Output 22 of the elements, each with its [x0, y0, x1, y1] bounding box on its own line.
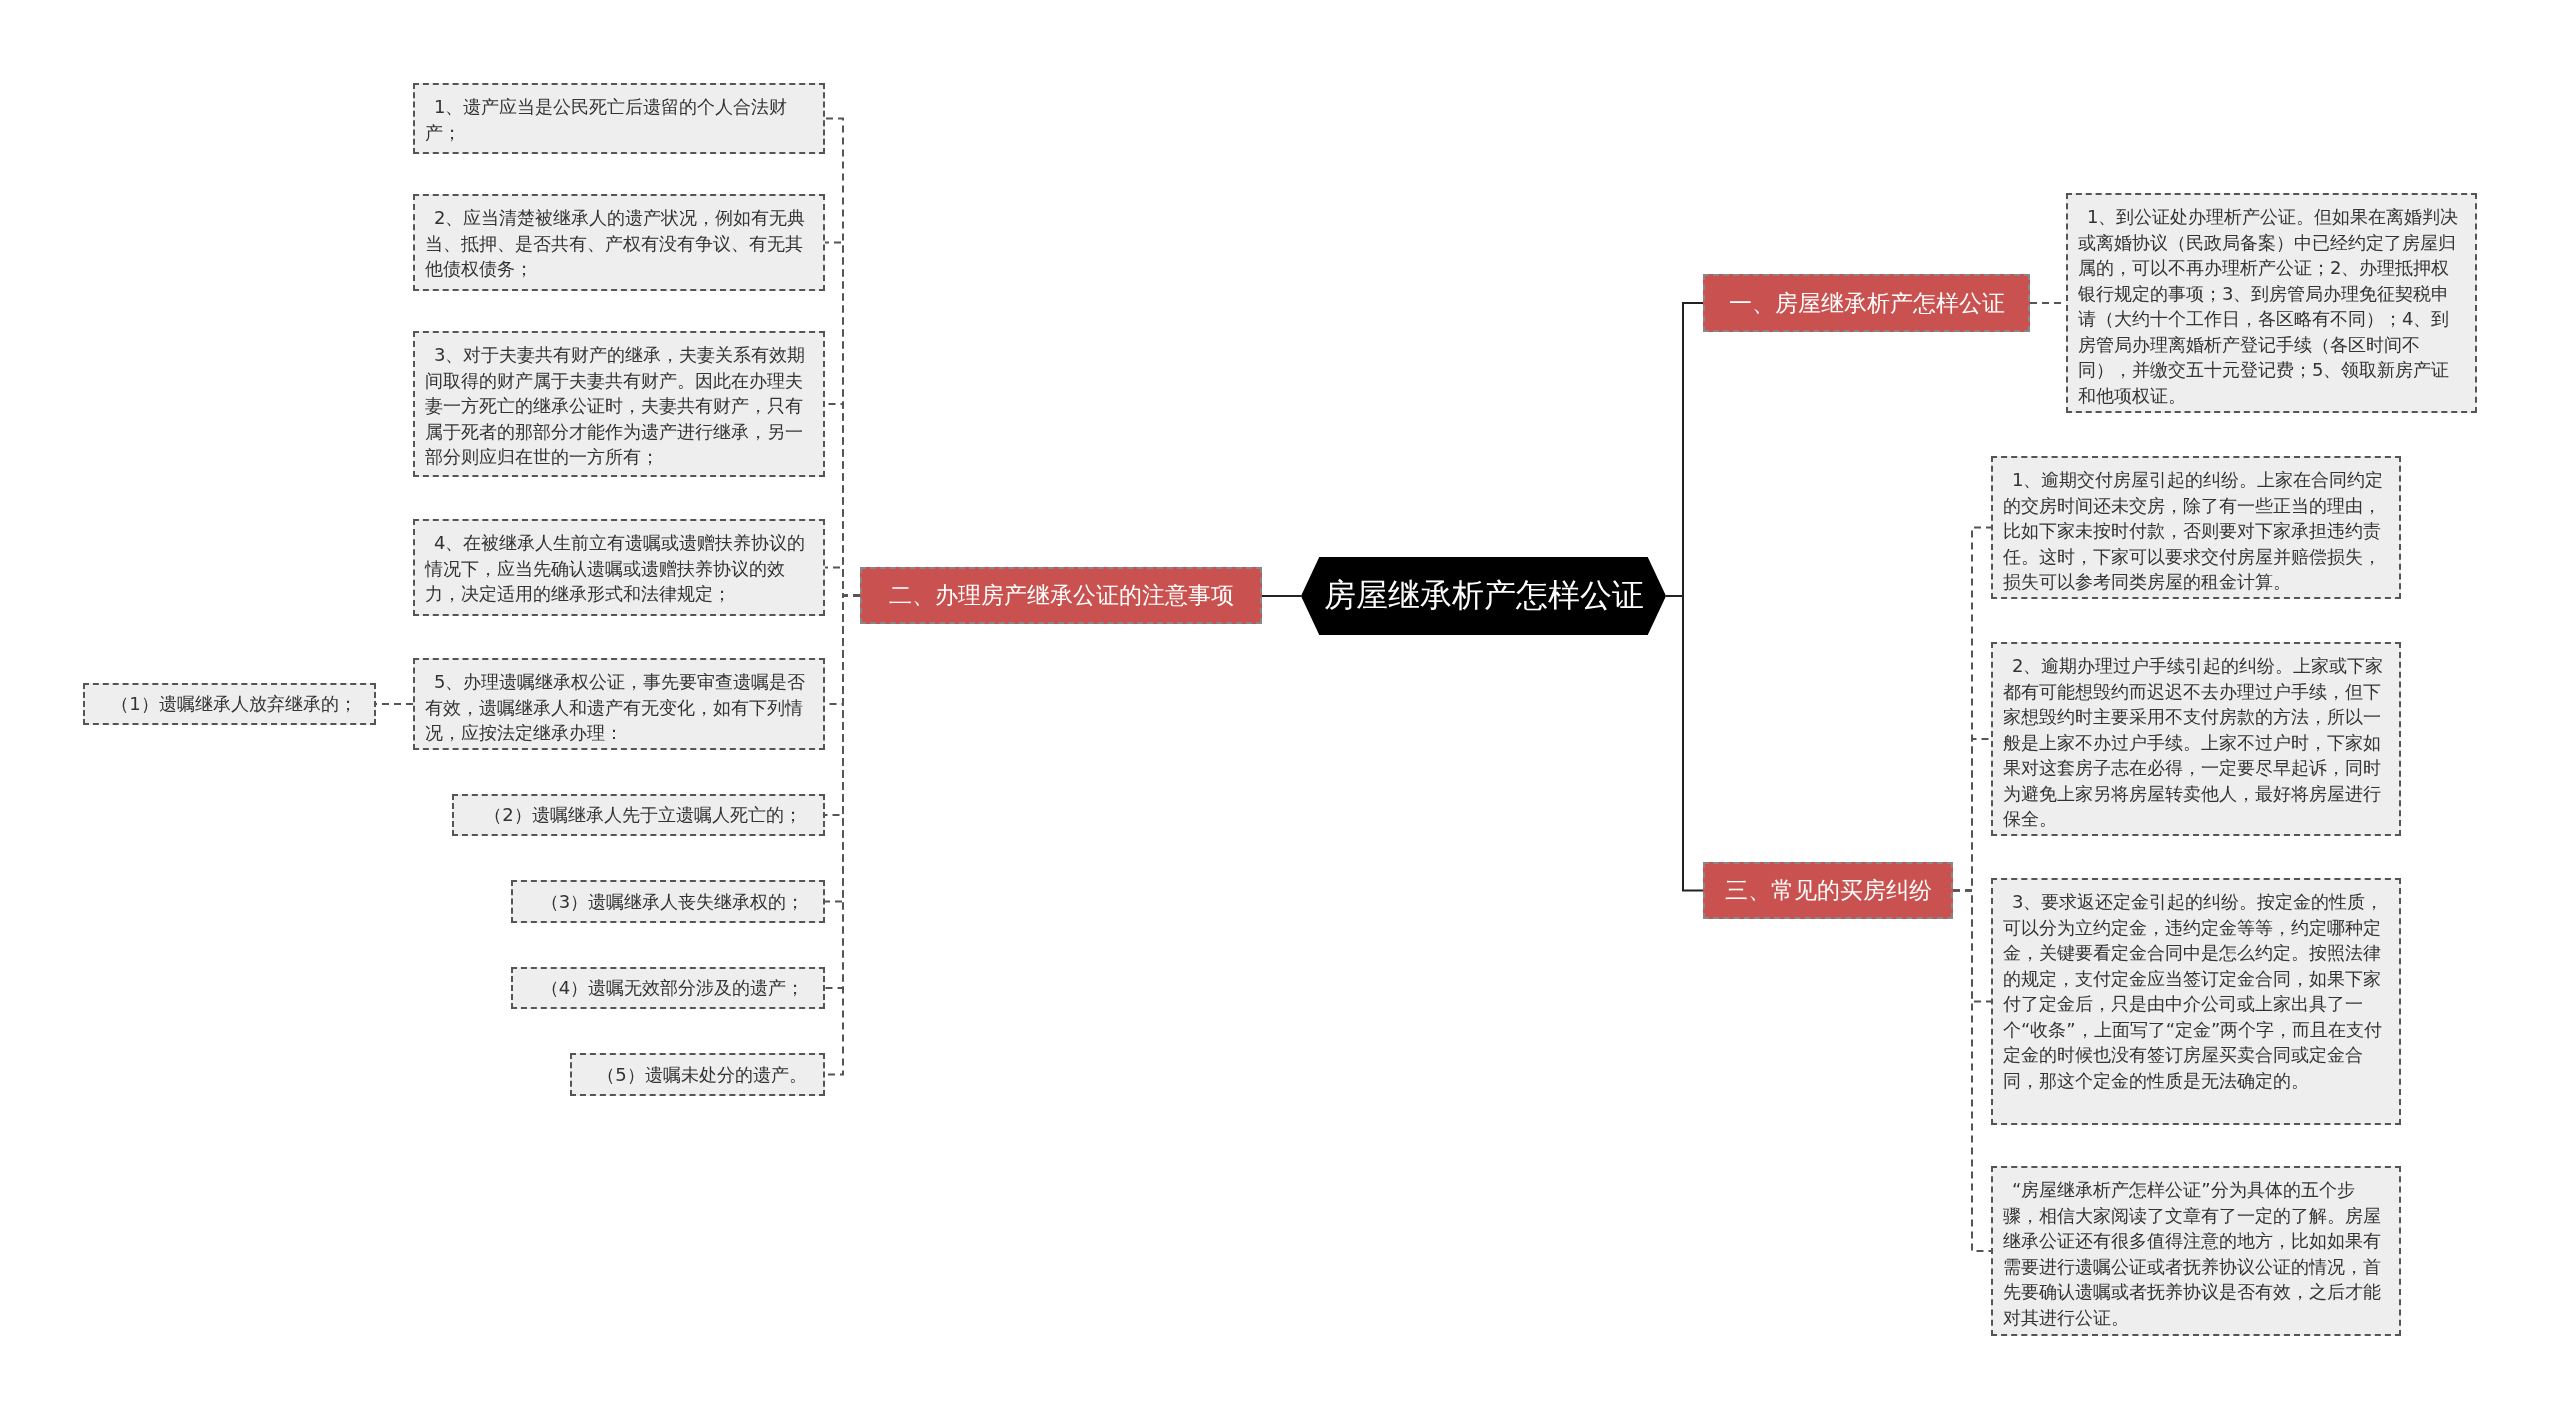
- connector: [1665, 595, 1704, 892]
- text-box: 1、到公证处办理析产公证。但如果在离婚判决或离婚协议（民政局备案）中已经约定了房屋归属的，可以不再办理析产公证；2、办理抵押权银行规定的事项；3、到房管局办理免征契税申请（大约十个工作日，各区略有不同）；4、到房管局办理离婚析产登记手续（各区时间不同），并缴交五十元登记费；5、领取新房产证和他项权证。: [2066, 193, 2477, 413]
- central-topic: 房屋继承析产怎样公证: [1301, 557, 1666, 635]
- text-box: （5）遗嘱未处分的遗产。: [570, 1053, 825, 1096]
- text-box: 5、办理遗嘱继承权公证，事先要审查遗嘱是否有效，遗嘱继承人和遗产有无变化，如有下列情况，应按法定继承办理：: [413, 658, 825, 750]
- branch-topic: 三、常见的买房纠纷: [1703, 862, 1953, 919]
- text-box: 3、要求返还定金引起的纠纷。按定金的性质，可以分为立约定金，违约定金等等，约定哪种定金，关键要看定金合同中是怎么约定。按照法律的规定，支付定金应当签订定金合同，如果下家付了定金后，只是由中介公司或上家出具了一个“收条”，上面写了“定金”两个字，而且在支付定金的时候也没有签订房屋买卖合同或定金合同，那这个定金的性质是无法确定的。: [1991, 878, 2401, 1125]
- text-box: （1）遗嘱继承人放弃继承的；: [83, 683, 376, 725]
- text-box: 3、对于夫妻共有财产的继承，夫妻关系有效期间取得的财产属于夫妻共有财产。因此在办理夫妻一方死亡的继承公证时，夫妻共有财产，只有属于死者的那部分才能作为遗产进行继承，另一部分则应归在世的一方所有；: [413, 331, 825, 477]
- branch-topic: 一、房屋继承析产怎样公证: [1703, 274, 2030, 332]
- connector: [1952, 889, 1992, 1252]
- text-box: （4）遗嘱无效部分涉及的遗产；: [511, 967, 825, 1009]
- text-box: “房屋继承析产怎样公证”分为具体的五个步骤，相信大家阅读了文章有了一定的了解。房屋继承公证还有很多值得注意的地方，比如如果有需要进行遗嘱公证或者抚养协议公证的情况，首先要确认遗嘱或者抚养协议是否有效，之后才能对其进行公证。: [1991, 1166, 2401, 1336]
- text-box: （2）遗嘱继承人先于立遗嘱人死亡的；: [452, 794, 825, 836]
- text-box: 2、应当清楚被继承人的遗产状况，例如有无典当、抵押、是否共有、产权有没有争议、有无其他债权债务；: [413, 194, 825, 291]
- text-box: 1、遗产应当是公民死亡后遗留的个人合法财产；: [413, 83, 825, 154]
- text-box: 1、逾期交付房屋引起的纠纷。上家在合同约定的交房时间还未交房，除了有一些正当的理由，比如下家未按时付款，否则要对下家承担违约责任。这时，下家可以要求交付房屋并赔偿损失，损失可以参考同类房屋的租金计算。: [1991, 456, 2401, 599]
- branch-topic: 二、办理房产继承公证的注意事项: [860, 567, 1262, 624]
- text-box: 4、在被继承人生前立有遗嘱或遗赠扶养协议的情况下，应当先确认遗嘱或遗赠扶养协议的效力，决定适用的继承形式和法律规定；: [413, 519, 825, 616]
- connector: [1261, 595, 1302, 597]
- text-box: 2、逾期办理过户手续引起的纠纷。上家或下家都有可能想毁约而迟迟不去办理过户手续，但下家想毁约时主要采用不支付房款的方法，所以一般是上家不办过户手续。上家不过户时，下家如果对这套房子志在必得，一定要尽早起诉，同时为避免上家另将房屋转卖他人，最好将房屋进行保全。: [1991, 642, 2401, 836]
- text-box: （3）遗嘱继承人丧失继承权的；: [511, 880, 825, 923]
